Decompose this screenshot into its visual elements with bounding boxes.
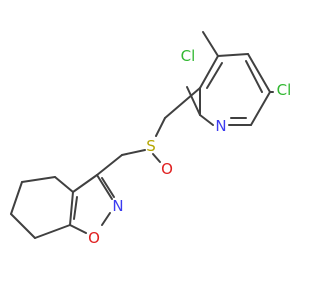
- bond: [72, 174, 98, 193]
- bond: [10, 181, 23, 215]
- bond: [250, 91, 271, 126]
- bond: [10, 213, 36, 239]
- bond-inner: [245, 60, 263, 93]
- bond: [54, 176, 74, 193]
- atom-cl-3: Cl: [181, 47, 196, 65]
- bond: [247, 53, 271, 93]
- bond: [155, 117, 166, 137]
- bond: [73, 196, 78, 220]
- atom-n-pyridine: N: [215, 117, 226, 135]
- bond: [96, 174, 113, 200]
- bond: [217, 53, 249, 57]
- atom-s: S: [146, 137, 156, 155]
- bond-inner: [206, 62, 223, 89]
- bond: [96, 154, 123, 176]
- molecule-diagram: Cl Cl N S O N O: [10, 31, 292, 247]
- bond: [186, 86, 201, 116]
- bond: [101, 212, 111, 226]
- bond: [34, 224, 71, 239]
- bond: [69, 191, 74, 226]
- atom-o-isoxazole: O: [88, 229, 100, 247]
- atom-o-sulfinyl: O: [161, 160, 173, 178]
- bond: [199, 55, 219, 89]
- atom-cl-5: Cl: [277, 81, 292, 99]
- bond: [164, 87, 201, 119]
- structure-svg: Cl Cl N S O N O: [10, 31, 292, 247]
- atom-n-isoxazole: N: [112, 197, 123, 215]
- bond: [121, 149, 146, 156]
- bond: [202, 31, 219, 57]
- bond: [101, 177, 115, 198]
- bond: [21, 176, 56, 183]
- bond: [199, 114, 214, 126]
- bond: [69, 224, 87, 234]
- bond: [152, 153, 161, 163]
